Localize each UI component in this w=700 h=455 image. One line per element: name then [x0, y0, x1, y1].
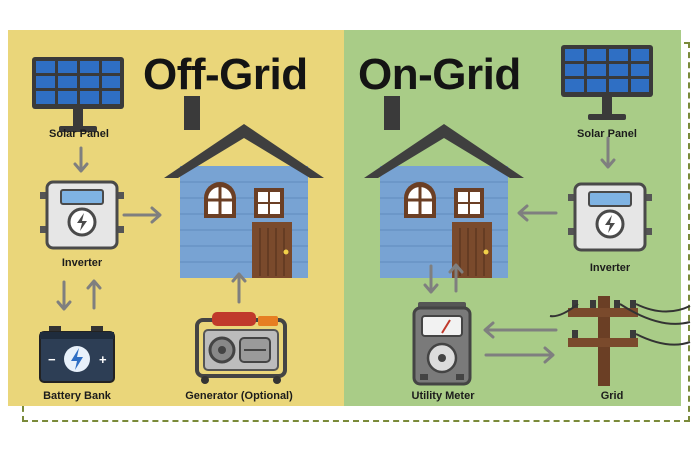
- svg-text:+: +: [99, 352, 107, 367]
- on-grid-inverter-label: Inverter: [589, 262, 631, 274]
- battery-bank-icon: − +: [39, 326, 115, 383]
- off-grid-house-icon: [162, 94, 326, 280]
- utility-meter-label: Utility Meter: [411, 390, 475, 402]
- on-grid-arrows: [423, 136, 616, 364]
- battery-bank-label: Battery Bank: [43, 390, 111, 402]
- off-grid-solar-panel-label: Solar Panel: [49, 128, 109, 140]
- utility-meter-icon: [412, 302, 472, 386]
- on-grid-inverter-icon: [566, 182, 654, 252]
- on-grid-solar-panel-label: Solar Panel: [577, 128, 637, 140]
- off-grid-inverter-label: Inverter: [61, 257, 103, 269]
- on-grid-solar-panel-icon: [561, 45, 653, 120]
- generator-icon: [195, 312, 287, 384]
- generator-label: Generator (Optional): [185, 390, 293, 402]
- grid-pole-icon: [549, 296, 691, 386]
- off-grid-solar-panel-icon: [32, 57, 124, 132]
- grid-label: Grid: [600, 390, 624, 402]
- off-grid-inverter-icon: [38, 180, 126, 250]
- on-grid-title: On-Grid: [358, 50, 521, 99]
- on-grid-house-icon: [362, 94, 526, 280]
- off-grid-title: Off-Grid: [143, 50, 308, 99]
- svg-text:−: −: [48, 352, 56, 367]
- off-grid-arrows: [56, 146, 247, 311]
